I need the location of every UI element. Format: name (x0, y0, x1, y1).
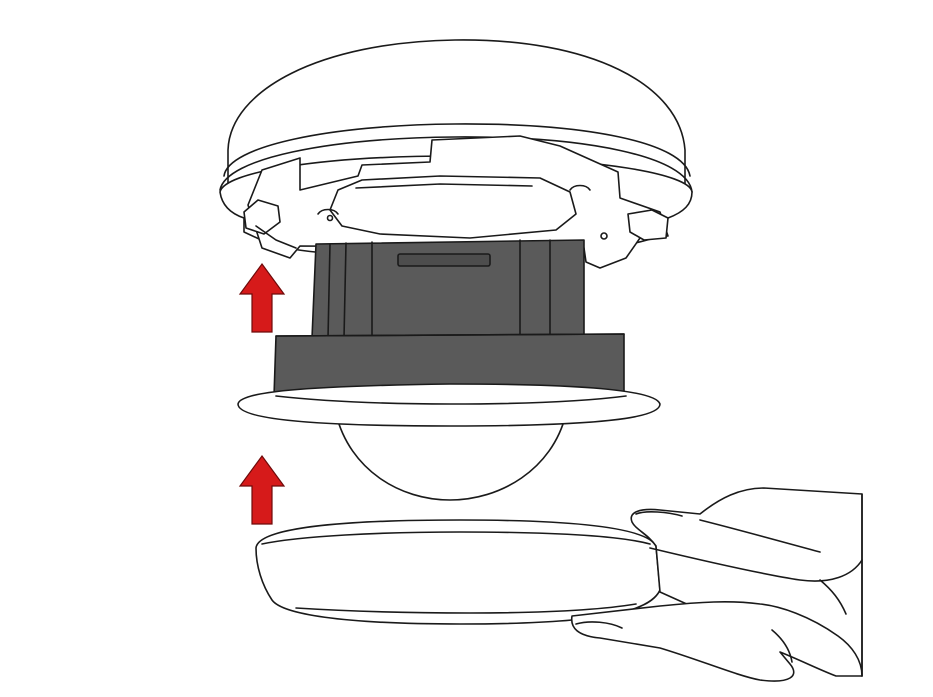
hand-knuckle (819, 579, 847, 615)
bracket-slot-1 (317, 208, 339, 215)
hand-crease-1 (649, 547, 863, 582)
dome-cover (255, 519, 661, 625)
dome-rim-lower (219, 136, 693, 193)
lens-dome (335, 413, 567, 501)
screw-hole-right (600, 232, 608, 240)
bracket-hub-inner (355, 183, 533, 189)
bracket-tab-left (243, 199, 281, 235)
dome-rim-upper (223, 123, 691, 177)
trim-ring (237, 383, 661, 427)
bracket-ridge-left (255, 225, 297, 249)
bracket-slot-2 (569, 184, 591, 191)
dome-cover-top-edge (261, 531, 651, 545)
hand-finger-crease (771, 629, 793, 663)
arrow-up-icon (238, 454, 286, 525)
bracket-hub (329, 175, 577, 239)
hand-illustration (570, 487, 863, 682)
camera-latch-slot (397, 253, 491, 267)
arrow-up-icon (238, 262, 286, 333)
camera-ring-edge (275, 333, 625, 337)
camera-ridge-2 (343, 242, 347, 339)
hand-lower-fingers (570, 601, 863, 682)
lower-arrow (238, 454, 286, 525)
bracket-tab-right (627, 209, 669, 241)
trim-ring-inner (275, 395, 627, 405)
hand-thumbnail (635, 511, 683, 517)
camera-ridge-1 (327, 243, 331, 339)
dome-cover-groove (295, 603, 637, 614)
mounting-base (219, 39, 693, 269)
upper-arrow (238, 262, 286, 333)
dome-cover-body (255, 519, 661, 625)
trim-ring-assembly (237, 383, 661, 501)
hand-fingernail (575, 621, 623, 629)
hand-crease-2 (699, 519, 821, 553)
screw-hole-left (326, 214, 334, 222)
